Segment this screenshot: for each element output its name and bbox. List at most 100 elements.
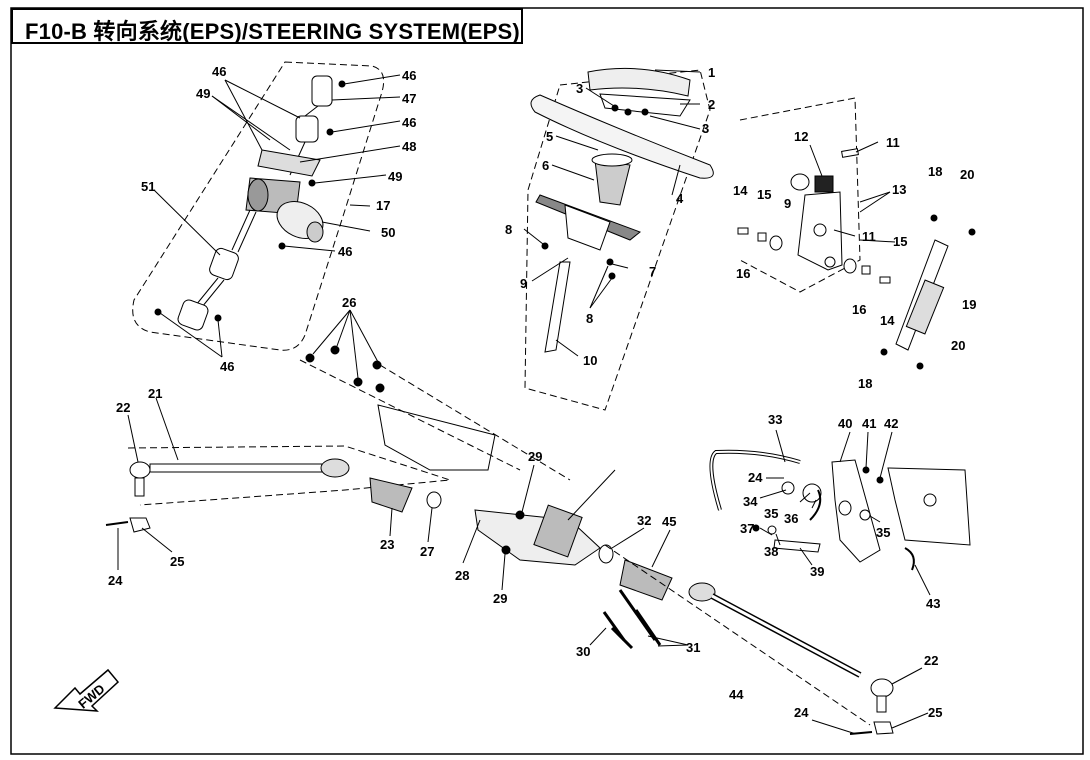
callout: 26	[342, 295, 356, 310]
callout: 49	[388, 169, 402, 184]
tilt-group-outline	[739, 97, 861, 293]
fwd-arrow-icon: FWD	[53, 668, 120, 712]
right-boot-45	[619, 559, 673, 601]
callout: 6	[542, 158, 549, 173]
callout: 38	[764, 544, 778, 559]
column-flange	[257, 149, 321, 177]
callout: 9	[784, 196, 791, 211]
tie-rod-end-22a	[129, 461, 151, 479]
link-39	[773, 539, 821, 553]
callout: 47	[402, 91, 416, 106]
callout: 31	[686, 640, 700, 655]
wheel-cover-2	[599, 93, 691, 117]
steering-wheel-assembly	[523, 67, 714, 411]
callout: 18	[858, 376, 872, 391]
spring-36	[809, 489, 822, 521]
callout: 36	[784, 511, 798, 526]
column-group-outline	[132, 61, 385, 351]
callout: 30	[576, 644, 590, 659]
rack-mount-bracket	[377, 404, 496, 471]
callout: 37	[740, 521, 754, 536]
callout: 18	[928, 164, 942, 179]
callout: 20	[951, 338, 965, 353]
tie-rod-end-22b	[870, 678, 894, 698]
callout: 24	[748, 470, 763, 485]
callout: 23	[380, 537, 394, 552]
bracket-plate	[887, 467, 971, 546]
steering-wheel-group-outline	[524, 69, 711, 411]
bracket-12	[814, 175, 834, 193]
callout: 10	[583, 353, 597, 368]
callout: 28	[455, 568, 469, 583]
callout: 25	[928, 705, 942, 720]
callout: 40	[838, 416, 852, 431]
callout: 21	[148, 386, 162, 401]
left-tie-rod	[149, 463, 341, 473]
callout: 19	[962, 297, 976, 312]
callout: 1	[708, 65, 715, 80]
callout: 32	[637, 513, 651, 528]
callout: 45	[662, 514, 676, 529]
callout: 33	[768, 412, 782, 427]
callout: 46	[220, 359, 234, 374]
callout: 46	[402, 68, 416, 83]
callout: 14	[733, 183, 748, 198]
callout: 15	[893, 234, 907, 249]
callout-labels: 1 2 3 3 4 5 6 7 8 8 9 9 10 11 11 12 13 1…	[108, 64, 976, 720]
page-border	[10, 7, 1084, 755]
callout: 24	[794, 705, 809, 720]
callout: 3	[702, 121, 709, 136]
callout: 5	[546, 129, 553, 144]
left-boot-23	[369, 477, 413, 513]
steering-shaft-10	[544, 261, 571, 353]
callout: 48	[402, 139, 416, 154]
callout: 50	[381, 225, 395, 240]
callout: 49	[196, 86, 210, 101]
callout: 4	[676, 191, 684, 206]
callout: 2	[708, 97, 715, 112]
callout: 42	[884, 416, 898, 431]
callout: 16	[736, 266, 750, 281]
bushing-16b	[843, 258, 857, 274]
callout: 17	[376, 198, 390, 213]
left-tie-rod-outline	[127, 445, 451, 506]
callout: 44	[729, 687, 744, 702]
title-box: F10-B 转向系统(EPS)/STEERING SYSTEM(EPS)	[11, 8, 523, 44]
seal-32	[598, 544, 614, 564]
callout: 46	[338, 244, 352, 259]
steering-rack-assembly	[105, 309, 929, 735]
callout: 43	[926, 596, 940, 611]
callout: 8	[505, 222, 512, 237]
horn-pad-1	[587, 67, 691, 97]
upper-u-joint	[311, 75, 333, 107]
page-title: F10-B 转向系统(EPS)/STEERING SYSTEM(EPS)	[25, 19, 520, 44]
callout: 11	[886, 135, 900, 150]
callout: 14	[880, 313, 895, 328]
callout: 8	[586, 311, 593, 326]
callout: 51	[141, 179, 155, 194]
callout: 16	[852, 302, 866, 317]
bushing-16a	[769, 235, 783, 251]
callout: 11	[862, 229, 876, 244]
nut-25a	[129, 517, 151, 533]
clamp-27	[426, 491, 442, 509]
steering-column-assembly	[132, 61, 401, 358]
callout: 34	[743, 494, 758, 509]
lever-40	[831, 459, 881, 563]
steering-wheel-4	[530, 94, 714, 179]
callout: 35	[764, 506, 778, 521]
callout: 24	[108, 573, 123, 588]
callout: 9	[520, 276, 527, 291]
callout: 46	[212, 64, 226, 79]
spring-43	[904, 547, 915, 571]
hub-6	[594, 159, 631, 206]
callout: 46	[402, 115, 416, 130]
callout: 39	[810, 564, 824, 579]
intermediate-u-joint-51	[209, 247, 239, 281]
callout: 41	[862, 416, 876, 431]
callout: 7	[649, 264, 656, 279]
callout: 35	[876, 525, 890, 540]
callout: 12	[794, 129, 808, 144]
callout: 29	[528, 449, 542, 464]
